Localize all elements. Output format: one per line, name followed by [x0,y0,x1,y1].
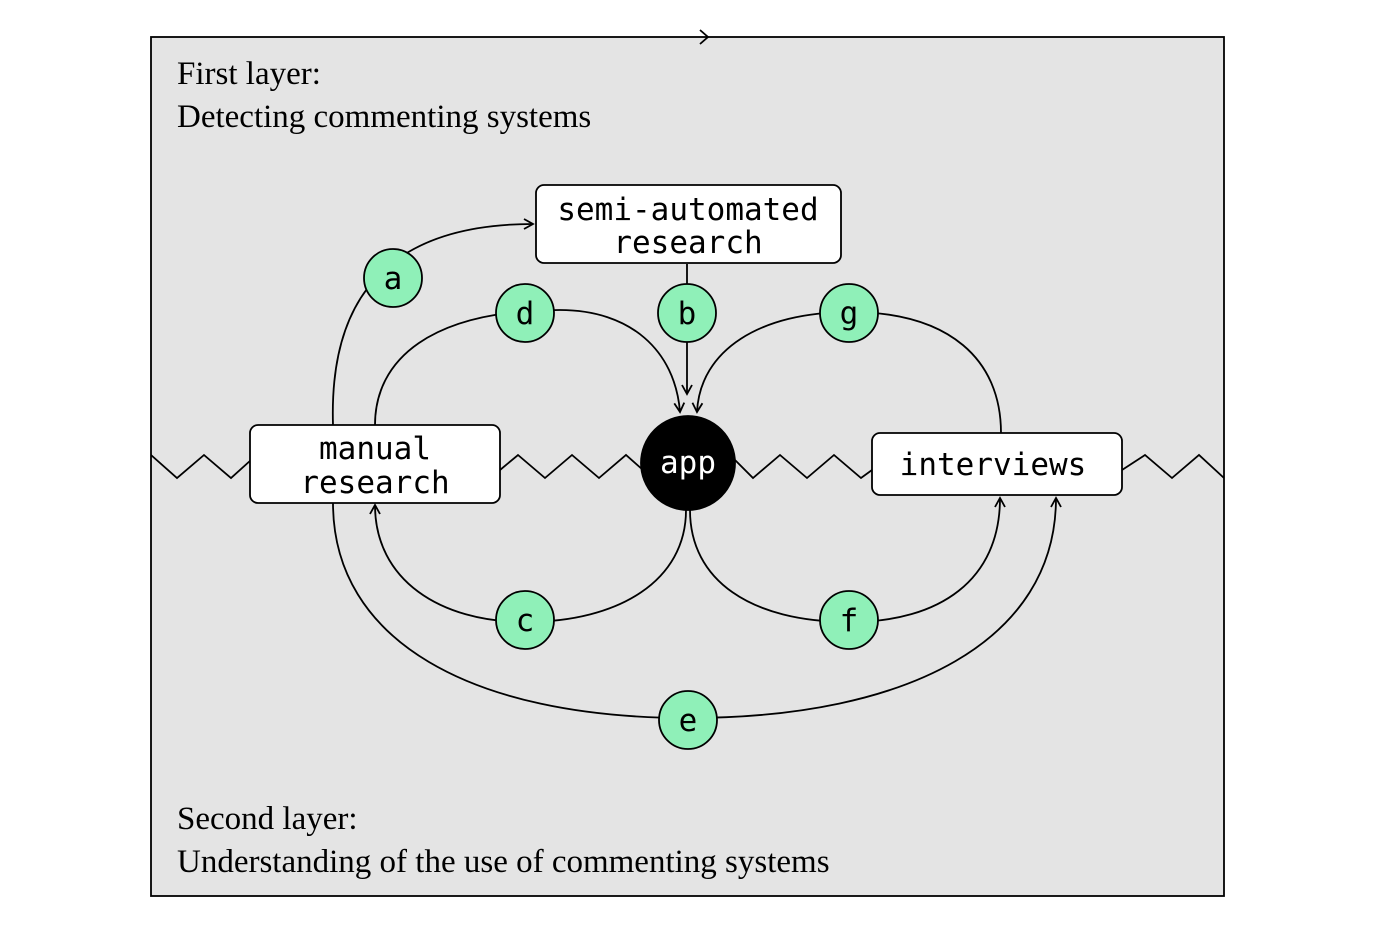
badge-c-circle [495,590,555,650]
node-app [640,415,736,511]
badge-d-circle [495,283,555,343]
layer-boundary-zigzag [1121,453,1225,480]
badge-d: d [495,283,555,343]
interviews-label: interviews [900,447,1087,483]
node-interviews [871,432,1123,496]
second-layer-title: Second layer: [177,801,358,837]
badge-e-circle [658,690,718,750]
badge-c: c [495,590,555,650]
manual-research-label-line2: research [300,465,449,501]
badge-f: f [819,590,879,650]
semi-automated-label-line2: research [613,225,762,261]
app-label: app [660,445,716,481]
badge-a: a [363,248,423,308]
badge-a-circle [363,248,423,308]
badge-e-label: e [679,703,698,739]
badge-e: e [658,690,718,750]
badge-b-label: b [678,296,697,332]
second-layer-subtitle: Understanding of the use of commenting s… [177,844,830,880]
badge-b: b [657,283,717,343]
layer-boundary-zigzag [499,453,644,480]
badge-b-circle [657,283,717,343]
top-edge-chevron [699,29,710,45]
badge-a-label: a [384,261,403,297]
badge-g: g [819,283,879,343]
first-layer-subtitle: Detecting commenting systems [177,99,591,135]
badge-f-circle [819,590,879,650]
layer-boundary-zigzag [734,453,873,480]
badge-f-label: f [840,603,859,639]
badge-d-label: d [516,296,535,332]
first-layer-title: First layer: [177,56,321,92]
badge-c-label: c [516,603,535,639]
layer-boundary-zigzag [150,453,252,480]
manual-research-label-line1: manual [319,431,431,467]
badge-g-circle [819,283,879,343]
badge-g-label: g [840,296,859,332]
node-manual-research [249,424,501,504]
node-semi-automated-research [535,184,842,264]
semi-automated-label-line1: semi-automated [557,192,818,228]
